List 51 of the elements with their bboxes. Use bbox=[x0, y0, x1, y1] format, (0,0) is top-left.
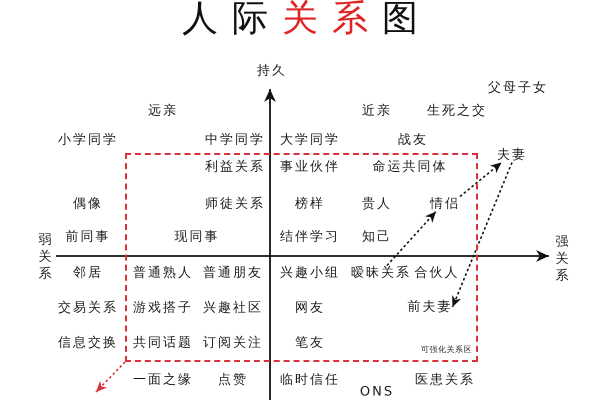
relationship-label: 一面之缘 bbox=[133, 372, 193, 388]
relationship-label: 战友 bbox=[398, 132, 428, 148]
relationship-label: 榜样 bbox=[295, 196, 325, 212]
relationship-label: 小学同学 bbox=[58, 132, 118, 148]
relationship-label: 兴趣小组 bbox=[280, 266, 340, 280]
relationship-label: 网友 bbox=[295, 300, 325, 316]
relationship-label: 订阅关注 bbox=[203, 336, 263, 350]
relationship-label: 夫妻 bbox=[497, 148, 527, 162]
axis-label: 弱关系 bbox=[38, 232, 52, 282]
relationship-label: 大学同学 bbox=[280, 132, 340, 148]
relationship-label: 信息交换 bbox=[58, 336, 118, 350]
relationship-label: 普通朋友 bbox=[203, 266, 263, 280]
relationship-label: 前同事 bbox=[66, 230, 110, 244]
relationship-label: 中学同学 bbox=[205, 132, 265, 148]
relationship-label: 共同话题 bbox=[133, 336, 193, 350]
relationship-label: 兴趣社区 bbox=[203, 300, 263, 316]
relationship-label: 医患关系 bbox=[415, 372, 475, 388]
relationship-label: 笔友 bbox=[295, 336, 325, 350]
relationship-label: 合伙人 bbox=[414, 266, 460, 280]
region-label: 可强化关系区 bbox=[421, 345, 472, 355]
relationship-label: 暧昧关系 bbox=[351, 266, 411, 280]
axis-label: 持久 bbox=[257, 64, 287, 78]
relationship-label: 远亲 bbox=[148, 104, 178, 118]
relationship-label: ONS bbox=[360, 384, 394, 400]
relationship-label: 点赞 bbox=[218, 372, 248, 388]
arrow bbox=[95, 361, 126, 393]
relationship-label: 利益关系 bbox=[205, 160, 265, 174]
arrow bbox=[452, 162, 513, 308]
relationship-label: 交易关系 bbox=[58, 300, 118, 316]
axis-label: 强关系 bbox=[555, 234, 569, 284]
title: 人际关系图 bbox=[182, 0, 432, 39]
relationship-label: 师徒关系 bbox=[205, 196, 265, 212]
relationship-label: 情侣 bbox=[430, 196, 460, 212]
relationship-label: 邻居 bbox=[73, 266, 103, 280]
relationship-label: 临时信任 bbox=[280, 372, 340, 388]
relationship-label: 知己 bbox=[362, 230, 392, 244]
relationship-label: 生死之交 bbox=[427, 104, 487, 118]
relationship-label: 命运共同体 bbox=[372, 160, 448, 174]
relationship-label: 前夫妻 bbox=[408, 300, 452, 314]
dashed-region bbox=[125, 153, 478, 362]
relationship-label: 普通熟人 bbox=[133, 266, 193, 280]
relationship-label: 贵人 bbox=[362, 196, 392, 212]
relationship-label: 现同事 bbox=[174, 230, 220, 244]
arrow bbox=[460, 162, 502, 198]
arrow bbox=[386, 210, 437, 266]
relationship-label: 结伴学习 bbox=[280, 230, 340, 244]
relationship-label: 父母子女 bbox=[488, 80, 548, 96]
relationship-label: 事业伙伴 bbox=[280, 160, 340, 174]
relationship-label: 游戏搭子 bbox=[133, 300, 193, 316]
relationship-label: 偶像 bbox=[73, 196, 103, 212]
relationship-label: 近亲 bbox=[362, 104, 392, 118]
